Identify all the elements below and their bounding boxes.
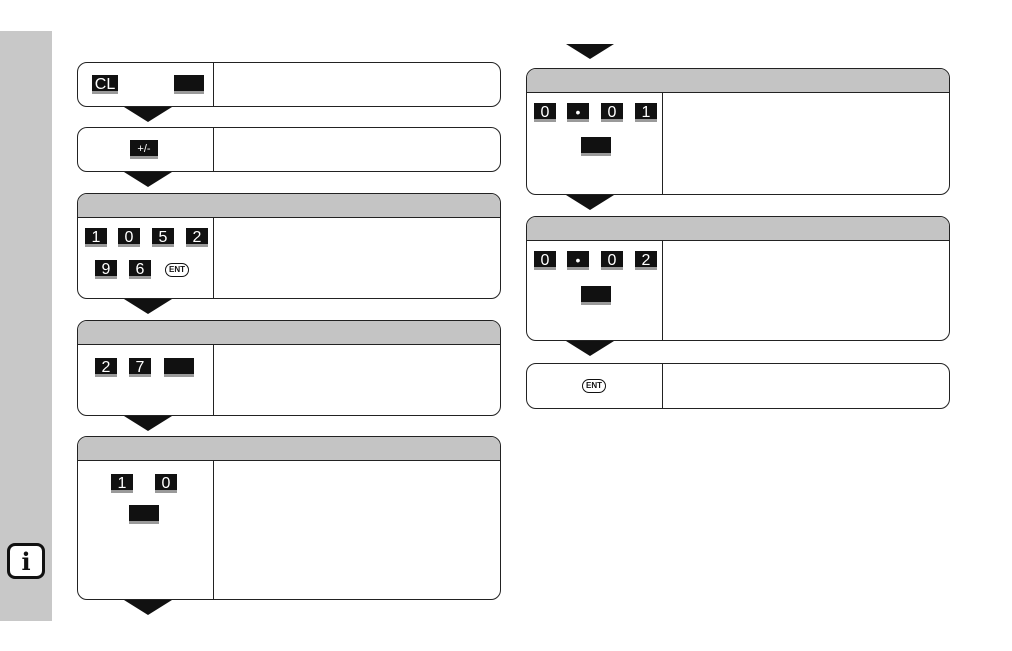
step-box-clear: CL (77, 62, 501, 107)
key-0[interactable]: 0 (534, 251, 556, 270)
step-box-value-entry: 1 0 5 2 9 6 ENT (77, 193, 501, 299)
key-decimal-point[interactable]: • (567, 251, 589, 270)
key-5[interactable]: 5 (152, 228, 174, 247)
step-description (215, 63, 500, 106)
step-box-value-10: 1 0 (77, 436, 501, 600)
key-0[interactable]: 0 (155, 474, 177, 493)
key-0[interactable]: 0 (601, 251, 623, 270)
key-panel: +/- (78, 128, 214, 171)
step-box-confirm: ENT (526, 363, 950, 409)
key-blank[interactable] (164, 358, 194, 377)
margin-bar (0, 31, 52, 621)
down-triangle-icon (124, 299, 172, 314)
down-triangle-icon (124, 600, 172, 615)
key-7[interactable]: 7 (129, 358, 151, 377)
key-blank[interactable] (581, 137, 611, 156)
step-box-value-0-01: 0 • 0 1 (526, 68, 950, 195)
key-1[interactable]: 1 (635, 103, 657, 122)
key-panel: 2 7 (78, 345, 214, 415)
key-2[interactable]: 2 (186, 228, 208, 247)
ent-key[interactable]: ENT (582, 379, 606, 393)
key-cl[interactable]: CL (92, 75, 118, 94)
key-9[interactable]: 9 (95, 260, 117, 279)
key-6[interactable]: 6 (129, 260, 151, 279)
down-triangle-icon (124, 172, 172, 187)
key-1[interactable]: 1 (85, 228, 107, 247)
key-panel: 1 0 (78, 461, 214, 599)
info-icon: i (7, 543, 45, 579)
key-blank[interactable] (174, 75, 204, 94)
ent-key[interactable]: ENT (165, 263, 189, 277)
down-triangle-icon (566, 341, 614, 356)
step-description (664, 93, 949, 194)
key-0[interactable]: 0 (118, 228, 140, 247)
down-triangle-icon (566, 195, 614, 210)
step-description (215, 461, 500, 599)
key-panel: ENT (527, 364, 663, 408)
step-description (664, 364, 949, 408)
key-blank[interactable] (129, 505, 159, 524)
step-header (78, 437, 500, 461)
step-description (215, 128, 500, 171)
key-panel: 1 0 5 2 9 6 ENT (78, 218, 214, 298)
down-triangle-icon (124, 416, 172, 431)
step-header (527, 69, 949, 93)
key-0[interactable]: 0 (534, 103, 556, 122)
step-box-value-0-02: 0 • 0 2 (526, 216, 950, 341)
key-blank[interactable] (581, 286, 611, 305)
key-1[interactable]: 1 (111, 474, 133, 493)
toggle-sign-key[interactable]: +/- (130, 140, 158, 159)
key-panel: 0 • 0 2 (527, 241, 663, 340)
key-2[interactable]: 2 (635, 251, 657, 270)
key-0[interactable]: 0 (601, 103, 623, 122)
step-box-toggle-sign: +/- (77, 127, 501, 172)
key-2[interactable]: 2 (95, 358, 117, 377)
down-triangle-icon (566, 44, 614, 59)
step-header (78, 321, 500, 345)
key-panel: CL (78, 63, 214, 106)
step-description (215, 345, 500, 415)
key-decimal-point[interactable]: • (567, 103, 589, 122)
step-header (78, 194, 500, 218)
step-box-value-27: 2 7 (77, 320, 501, 416)
step-header (527, 217, 949, 241)
step-description (664, 241, 949, 340)
step-description (215, 218, 500, 298)
key-panel: 0 • 0 1 (527, 93, 663, 194)
down-triangle-icon (124, 107, 172, 122)
